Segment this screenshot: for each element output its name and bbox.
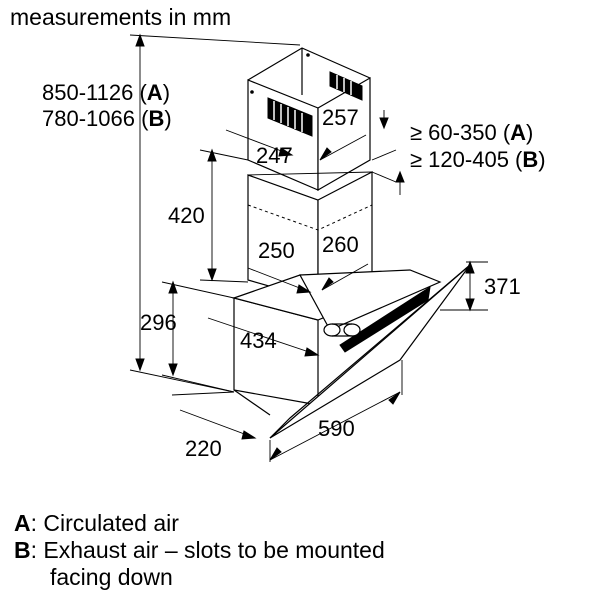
legend-b-key: B bbox=[14, 537, 31, 563]
hood-body bbox=[231, 264, 471, 439]
vent-slots-back bbox=[329, 71, 363, 101]
diagram-title: measurements in mm bbox=[10, 4, 231, 30]
legend-b-text: : Exhaust air – slots to be mounted bbox=[30, 537, 385, 563]
total-height-a-label: 850-1126 (A) bbox=[42, 80, 170, 105]
legend-b-continuation: facing down bbox=[50, 564, 173, 591]
lower-chimney-depth-label: 260 bbox=[322, 232, 359, 257]
vent-slots-front bbox=[267, 97, 313, 137]
dimension-labels: 850-1126 (A) 780-1066 (B) 247 257 ≥ 60-3… bbox=[42, 80, 546, 461]
total-height-b-label: 780-1066 (B) bbox=[42, 106, 172, 131]
dimension-lines bbox=[129, 33, 488, 462]
upper-chimney bbox=[247, 47, 371, 192]
legend-b: B: Exhaust air – slots to be mounted bbox=[14, 537, 385, 564]
lower-chimney-width-label: 250 bbox=[258, 238, 295, 263]
ceiling-gap-a-label: ≥ 60-350 (A) bbox=[410, 120, 533, 145]
body-depth-label: 434 bbox=[240, 328, 277, 353]
body-height-label: 296 bbox=[140, 310, 177, 335]
chimney-depth-label: 247 bbox=[256, 143, 293, 168]
legend-a: A: Circulated air bbox=[14, 510, 179, 537]
bottom-depth-label: 220 bbox=[185, 436, 222, 461]
hood-width-label: 590 bbox=[318, 416, 355, 441]
legend-a-key: A bbox=[14, 510, 31, 536]
ceiling-gap-b-label: ≥ 120-405 (B) bbox=[410, 147, 546, 172]
glass-height-label: 371 bbox=[484, 274, 521, 299]
lower-chimney-height-label: 420 bbox=[168, 203, 205, 228]
legend-b-text-line2: facing down bbox=[50, 564, 173, 590]
legend-a-text: : Circulated air bbox=[30, 510, 179, 536]
chimney-width-label: 257 bbox=[322, 105, 359, 130]
